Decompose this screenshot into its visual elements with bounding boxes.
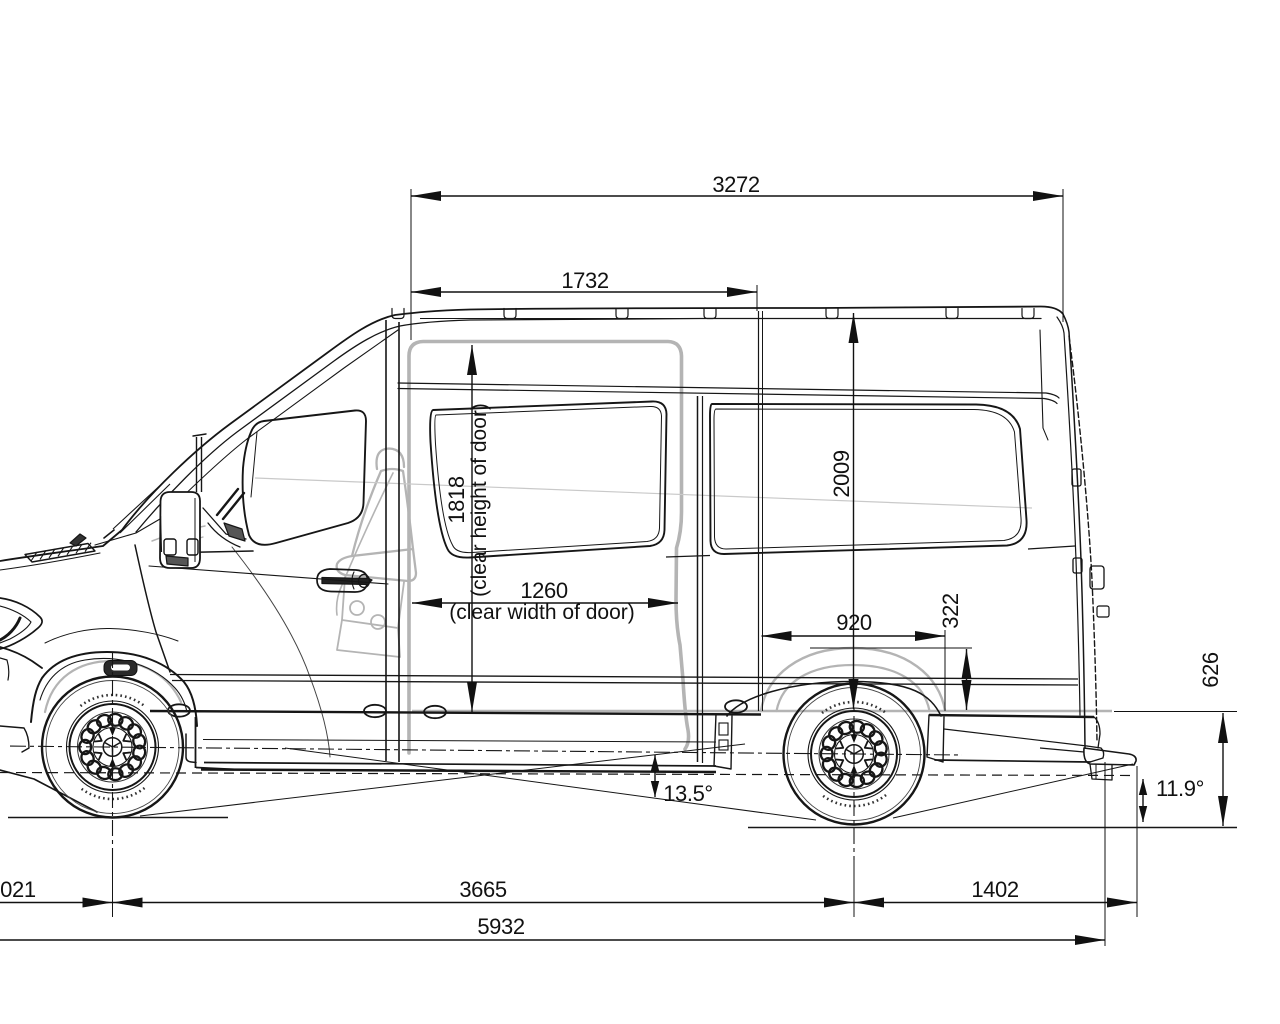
- svg-text:13.5°: 13.5°: [663, 781, 713, 806]
- svg-text:1732: 1732: [561, 268, 609, 293]
- svg-text:920: 920: [836, 610, 872, 635]
- svg-text:11.9°: 11.9°: [1156, 776, 1204, 801]
- svg-text:5932: 5932: [477, 914, 525, 939]
- svg-text:1260: 1260: [520, 578, 568, 603]
- svg-text:(clear height of door): (clear height of door): [468, 403, 491, 597]
- svg-text:3665: 3665: [459, 877, 507, 902]
- svg-text:2009: 2009: [829, 450, 854, 498]
- svg-text:1818: 1818: [444, 476, 469, 524]
- svg-text:(clear width of door): (clear width of door): [449, 601, 635, 624]
- svg-text:1402: 1402: [971, 877, 1019, 902]
- svg-text:626: 626: [1198, 652, 1223, 688]
- svg-text:322: 322: [938, 593, 963, 629]
- svg-text:1021: 1021: [0, 877, 36, 902]
- svg-text:3272: 3272: [712, 172, 760, 197]
